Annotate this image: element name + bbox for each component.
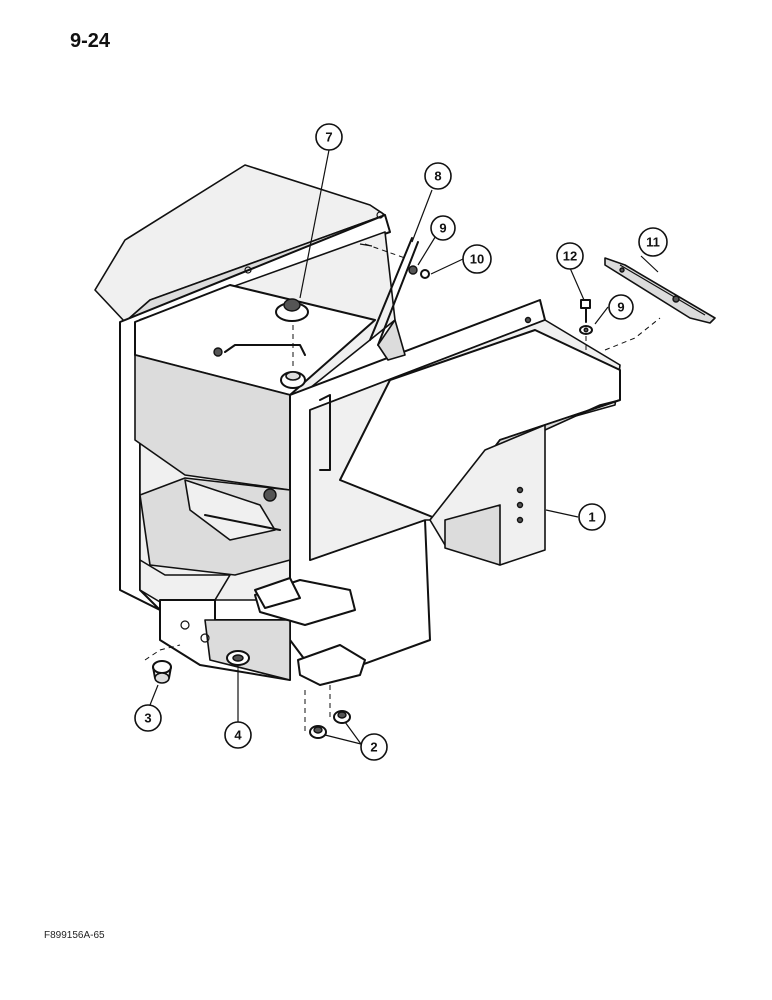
svg-text:7: 7 bbox=[325, 130, 332, 145]
front-base bbox=[159, 599, 291, 681]
floor-area bbox=[139, 477, 291, 606]
svg-text:2: 2 bbox=[370, 740, 377, 755]
leader-lines bbox=[149, 149, 659, 745]
svg-text:8: 8 bbox=[434, 169, 441, 184]
callout-10: 10 bbox=[462, 244, 492, 274]
callout-9-lower: 9 bbox=[608, 294, 634, 320]
callout-12: 12 bbox=[556, 242, 584, 270]
svg-text:9: 9 bbox=[439, 221, 446, 236]
support-bracket bbox=[429, 424, 546, 566]
page-number: 9-24 bbox=[70, 30, 111, 52]
svg-text:12: 12 bbox=[563, 249, 577, 264]
callout-4: 4 bbox=[224, 721, 252, 749]
figure-code: F899156A-65 bbox=[44, 930, 105, 941]
callout-9-upper: 9 bbox=[430, 215, 456, 241]
washer-9b bbox=[579, 325, 593, 335]
callout-11: 11 bbox=[638, 227, 668, 257]
callout-7: 7 bbox=[315, 123, 343, 151]
trim-strip bbox=[604, 257, 716, 324]
svg-text:4: 4 bbox=[234, 728, 242, 743]
bushings-2 bbox=[309, 710, 351, 739]
callout-3: 3 bbox=[134, 704, 162, 732]
foot-step-upper bbox=[254, 577, 356, 626]
lever-rod bbox=[369, 237, 419, 361]
bushing-4 bbox=[226, 650, 250, 666]
bushing-3 bbox=[152, 660, 172, 684]
svg-text:1: 1 bbox=[588, 510, 595, 525]
fuel-tank bbox=[134, 284, 376, 491]
svg-text:10: 10 bbox=[470, 252, 484, 267]
callout-8: 8 bbox=[424, 162, 452, 190]
callout-1: 1 bbox=[578, 503, 606, 531]
bolt-12 bbox=[580, 299, 591, 323]
svg-text:11: 11 bbox=[646, 235, 660, 250]
filler-cap bbox=[275, 298, 309, 389]
svg-text:9: 9 bbox=[617, 300, 624, 315]
callout-2: 2 bbox=[360, 733, 388, 761]
nut-9a bbox=[408, 265, 430, 279]
bolt-pin bbox=[359, 243, 373, 247]
foot-step-lower bbox=[297, 644, 366, 686]
svg-text:3: 3 bbox=[144, 711, 151, 726]
